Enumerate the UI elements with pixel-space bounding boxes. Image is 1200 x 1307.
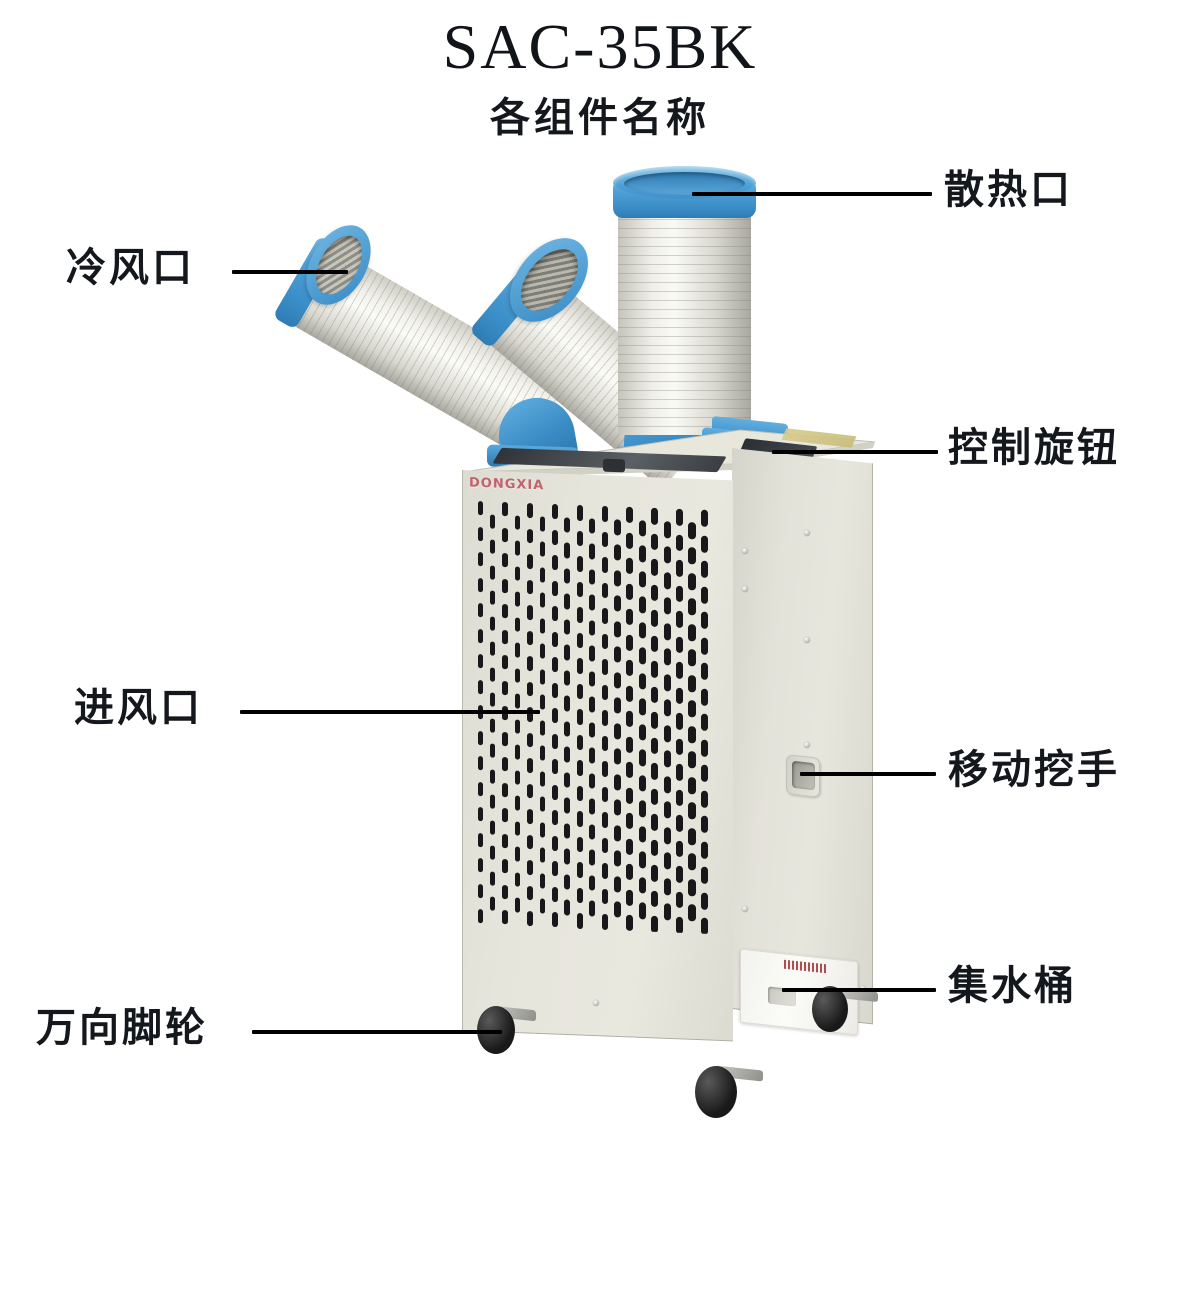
screw	[742, 586, 748, 592]
brand-logo: DONGXIA	[469, 475, 545, 494]
universal-caster	[812, 986, 848, 1032]
callout-air-intake: 进风口	[74, 685, 203, 730]
screw	[593, 1000, 599, 1006]
top-latch-nub	[603, 458, 625, 473]
callout-water-bucket: 集水桶	[948, 963, 1077, 1008]
page-subtitle: 各组件名称	[490, 95, 710, 140]
leader-line-water-bucket	[782, 988, 936, 992]
callout-universal-caster: 万向脚轮	[36, 1005, 208, 1050]
callout-cold-air-outlet: 冷风口	[66, 245, 195, 290]
leader-line-control-knob	[772, 450, 938, 454]
screw	[804, 530, 810, 536]
leader-line-heat-exhaust-port	[692, 192, 932, 196]
leader-line-cold-air-outlet	[232, 270, 348, 274]
cabinet-side-panel	[732, 448, 873, 1025]
screw	[804, 742, 810, 748]
screw	[742, 548, 748, 554]
leader-line-universal-caster	[252, 1030, 502, 1034]
air-intake-grille	[476, 500, 714, 935]
screw	[804, 637, 810, 643]
leader-line-moving-handle	[800, 772, 936, 776]
leader-line-air-intake	[240, 710, 540, 714]
callout-moving-handle: 移动挖手	[948, 747, 1120, 792]
universal-caster	[695, 1066, 737, 1118]
screw	[742, 906, 748, 912]
callout-heat-exhaust-port: 散热口	[944, 167, 1073, 212]
callout-control-knob: 控制旋钮	[948, 425, 1120, 470]
page-title: SAC-35BK	[442, 11, 758, 82]
